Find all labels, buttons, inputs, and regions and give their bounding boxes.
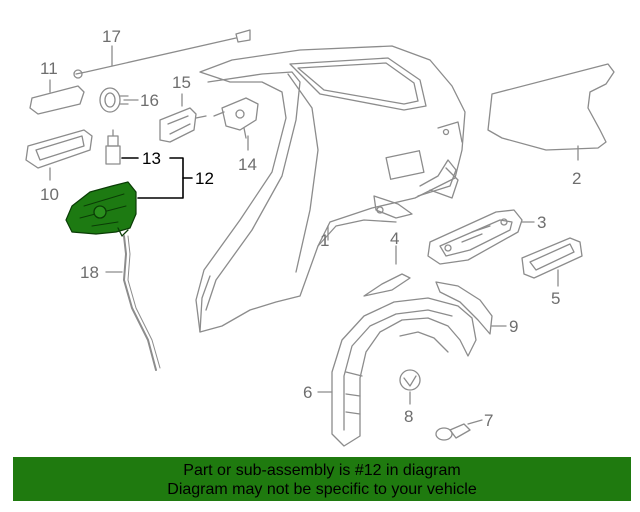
trim-strip-part[interactable] <box>363 273 411 297</box>
callout-7: 7 <box>484 411 493 430</box>
release-cable-part[interactable] <box>73 29 251 79</box>
callout-16: 16 <box>140 91 159 110</box>
callout-6: 6 <box>303 383 312 402</box>
callout-12[interactable]: 12 <box>195 169 214 188</box>
callout-1: 1 <box>320 231 329 250</box>
callout-2: 2 <box>572 169 581 188</box>
callout-18: 18 <box>80 263 99 282</box>
fuel-cap-part[interactable] <box>99 87 129 113</box>
callout-11: 11 <box>40 59 58 78</box>
grommet-part[interactable] <box>399 369 421 391</box>
wheelhouse-liner-part[interactable] <box>331 297 477 447</box>
splash-shield-part[interactable] <box>435 281 493 335</box>
lock-bracket-part[interactable] <box>213 97 259 139</box>
exploded-parts-diagram: 1 2 3 4 5 6 7 8 9 10 11 12 13 14 15 16 1… <box>25 27 615 447</box>
bracket-12-13-leaders <box>137 157 193 199</box>
callout-9: 9 <box>509 317 518 336</box>
callout-5: 5 <box>551 289 560 308</box>
banner-line-1: Part or sub-assembly is #12 in diagram <box>183 462 461 479</box>
latch-part[interactable] <box>159 107 207 143</box>
leader-line-7 <box>467 419 483 425</box>
fuel-door-actuator-part[interactable] <box>105 129 121 165</box>
emblem-plate-part[interactable] <box>25 129 93 169</box>
quarter-panel-part[interactable] <box>195 45 466 333</box>
bracket-part[interactable] <box>521 237 583 279</box>
callout-17: 17 <box>102 27 121 46</box>
callout-10: 10 <box>40 185 59 204</box>
callout-3: 3 <box>537 213 546 232</box>
callout-13: 13 <box>142 149 161 168</box>
drain-hose-part[interactable] <box>123 235 161 371</box>
callout-14: 14 <box>238 155 257 174</box>
rear-glass-panel-part[interactable] <box>487 63 615 151</box>
inner-reinforcement-part[interactable] <box>427 209 523 265</box>
fuel-door-housing-part[interactable] <box>65 181 137 237</box>
callout-8: 8 <box>404 407 413 426</box>
callout-4: 4 <box>390 229 399 248</box>
banner-line-2: Diagram may not be specific to your vehi… <box>167 481 477 498</box>
clip-part[interactable] <box>435 423 471 441</box>
callout-15: 15 <box>172 73 191 92</box>
notice-banner: Part or sub-assembly is #12 in diagram D… <box>13 457 631 501</box>
emblem-part[interactable] <box>29 85 85 115</box>
